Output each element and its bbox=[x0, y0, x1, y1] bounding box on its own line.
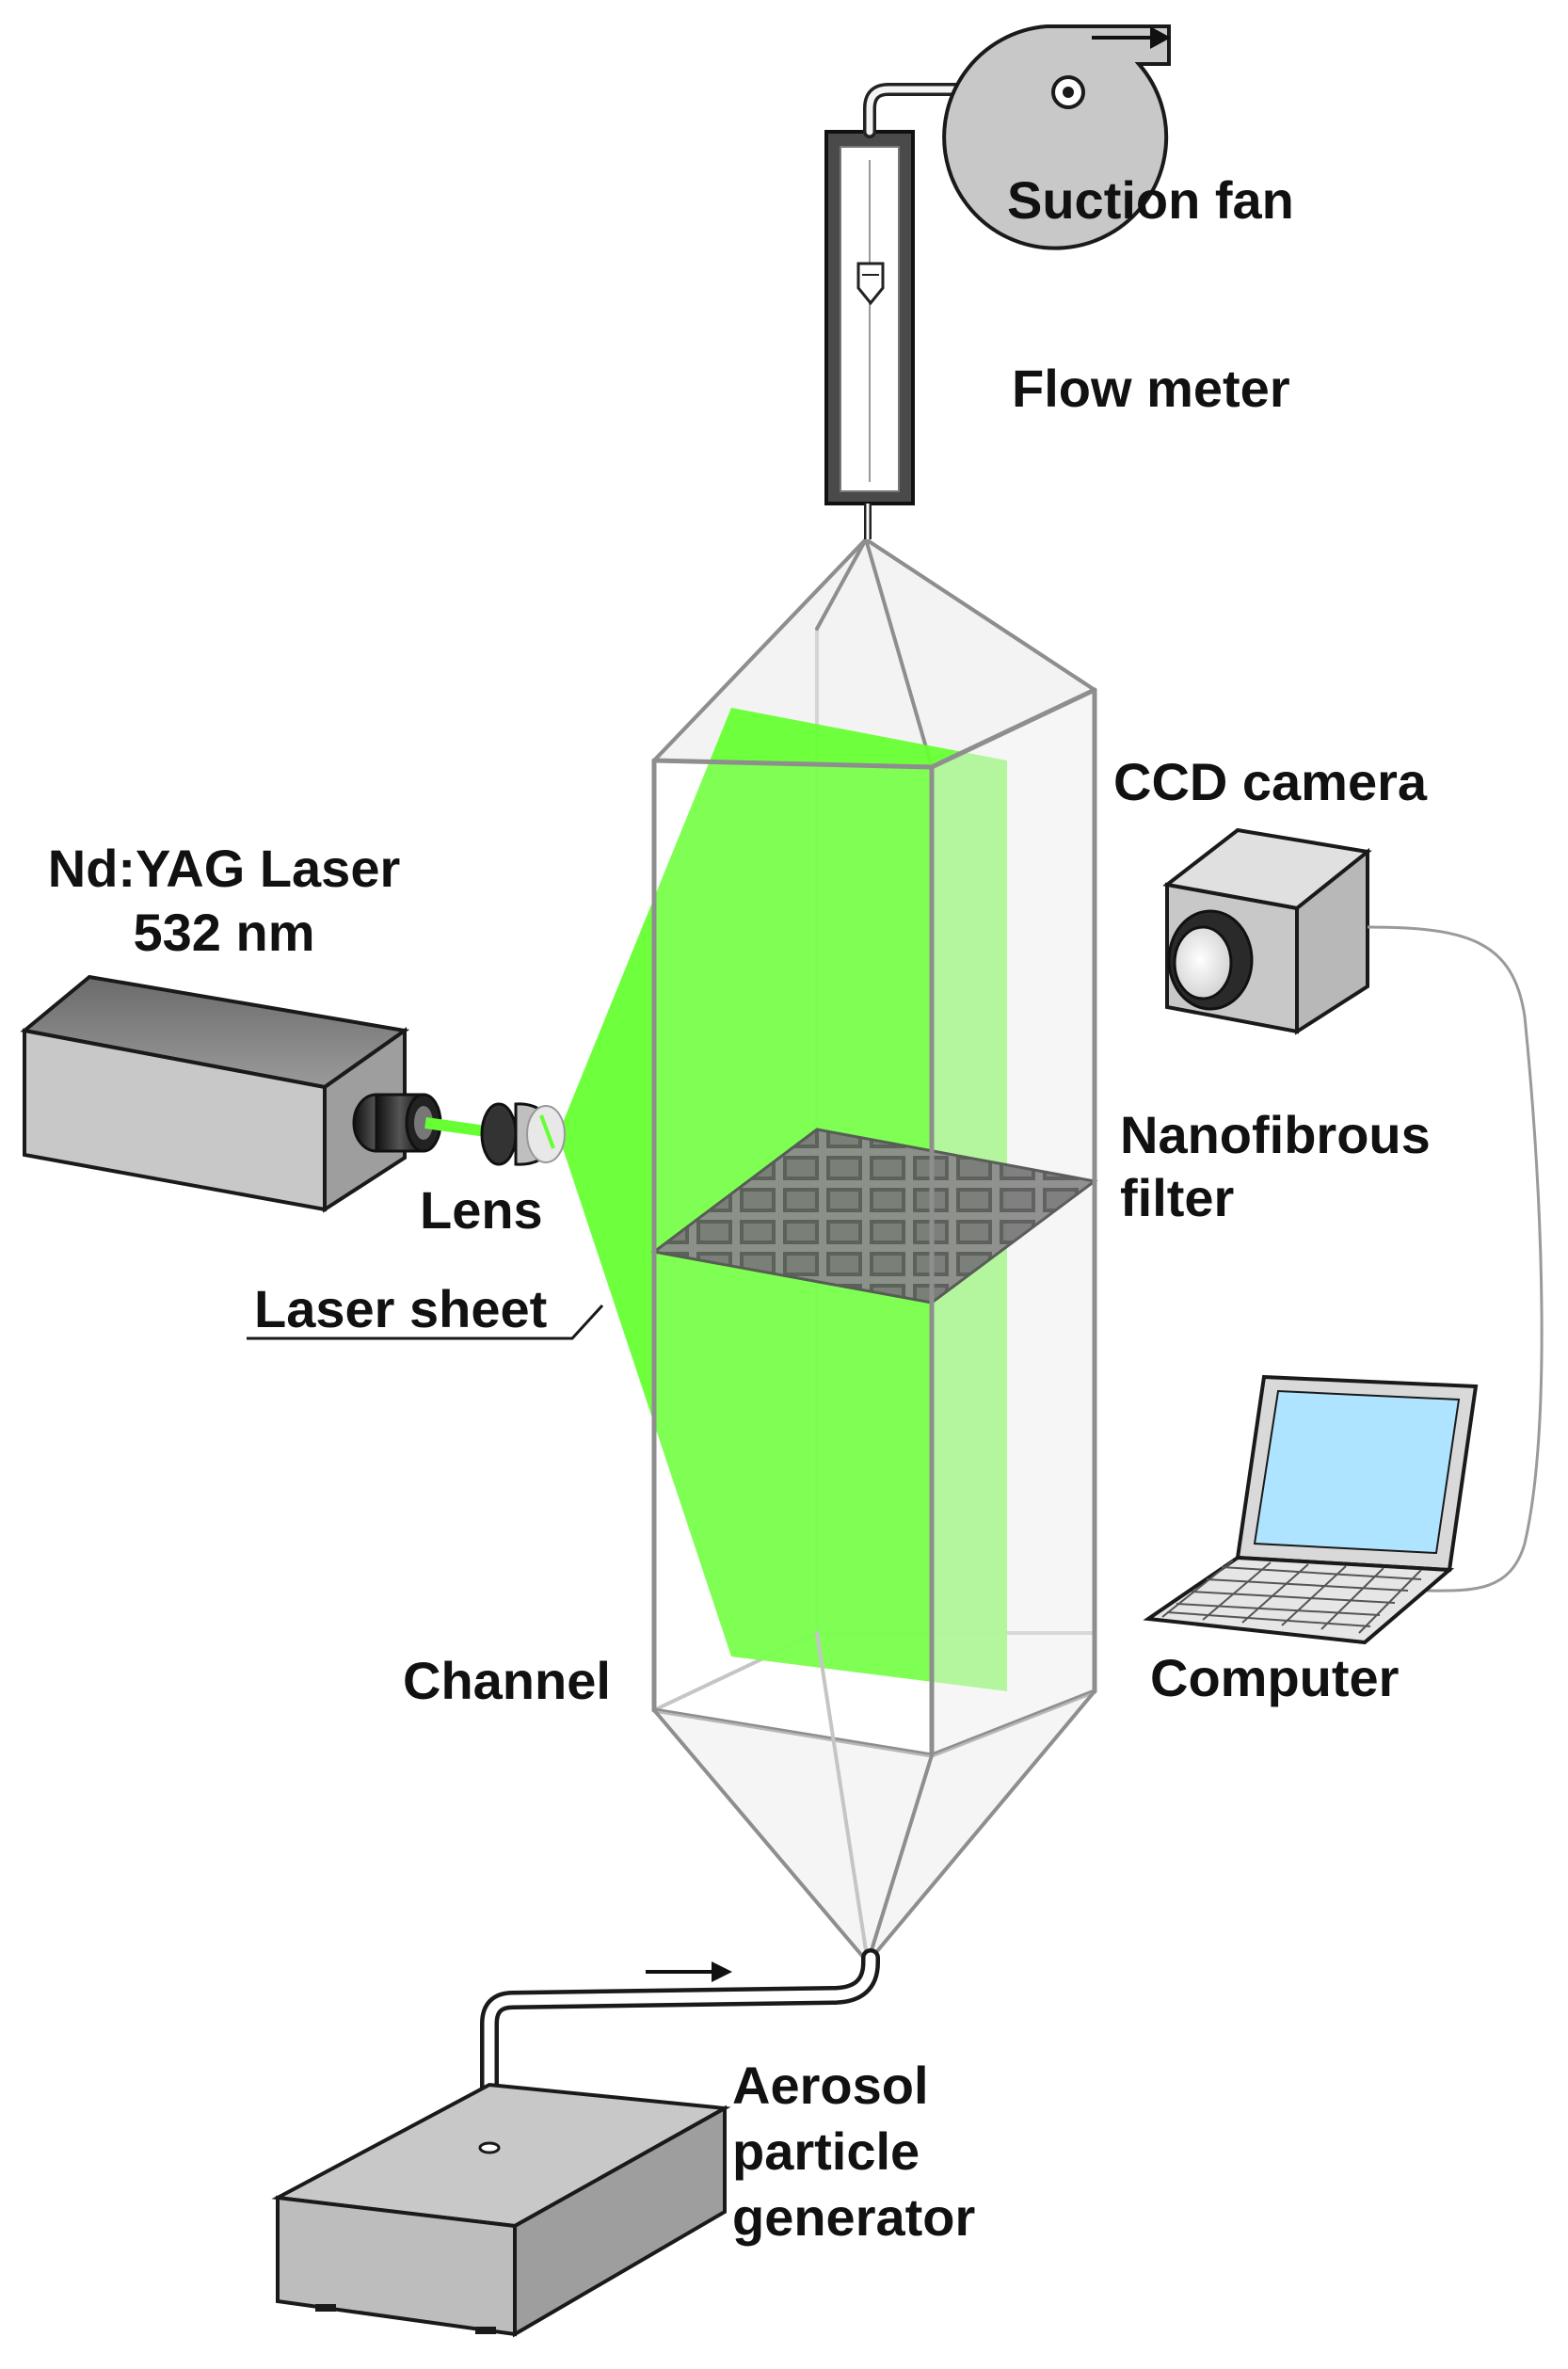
arrow-right-icon bbox=[646, 1961, 732, 1982]
laser-label-line2: 532 nm bbox=[134, 903, 315, 962]
focusing-lens bbox=[480, 1102, 566, 1166]
laser-label-line1: Nd:YAG Laser bbox=[48, 839, 401, 898]
channel bbox=[558, 537, 1098, 1964]
aerosol-label-line1: Aerosol bbox=[732, 2056, 929, 2115]
computer-label: Computer bbox=[1150, 1648, 1399, 1707]
laser-output-lens bbox=[352, 1093, 442, 1153]
labels: Suction fan Flow meter CCD camera Nd:YAG… bbox=[48, 170, 1431, 2247]
nanofibrous-label-line2: filter bbox=[1120, 1168, 1234, 1227]
laptop-computer bbox=[1143, 1374, 1479, 1645]
arrow-right-icon bbox=[1092, 26, 1171, 49]
laptop-keyboard bbox=[1143, 1555, 1455, 1645]
flow-meter-label: Flow meter bbox=[1012, 359, 1290, 418]
suction-fan bbox=[942, 24, 1171, 250]
laser-sheet-label: Laser sheet bbox=[254, 1279, 547, 1338]
nd-yag-laser bbox=[20, 974, 442, 1213]
aerosol-label-line2: particle bbox=[732, 2121, 920, 2181]
laptop-screen bbox=[1253, 1389, 1461, 1555]
channel-front-edges bbox=[651, 687, 1097, 1758]
flow-meter bbox=[824, 130, 915, 539]
ccd-camera bbox=[1162, 827, 1372, 1035]
suction-fan-label: Suction fan bbox=[1007, 170, 1294, 230]
flow-meter-float bbox=[856, 262, 885, 306]
camera-cable bbox=[1367, 925, 1544, 1593]
channel-bottom-funnel bbox=[654, 1691, 1095, 1962]
lens-label: Lens bbox=[420, 1180, 543, 1240]
channel-label: Channel bbox=[403, 1651, 611, 1710]
ccd-camera-label: CCD camera bbox=[1113, 752, 1428, 811]
nanofibrous-label-line1: Nanofibrous bbox=[1120, 1105, 1431, 1164]
laser-sheet-leader bbox=[247, 1304, 604, 1340]
aerosol-label-line3: generator bbox=[732, 2187, 975, 2247]
aerosol-particle-generator bbox=[271, 2082, 731, 2338]
